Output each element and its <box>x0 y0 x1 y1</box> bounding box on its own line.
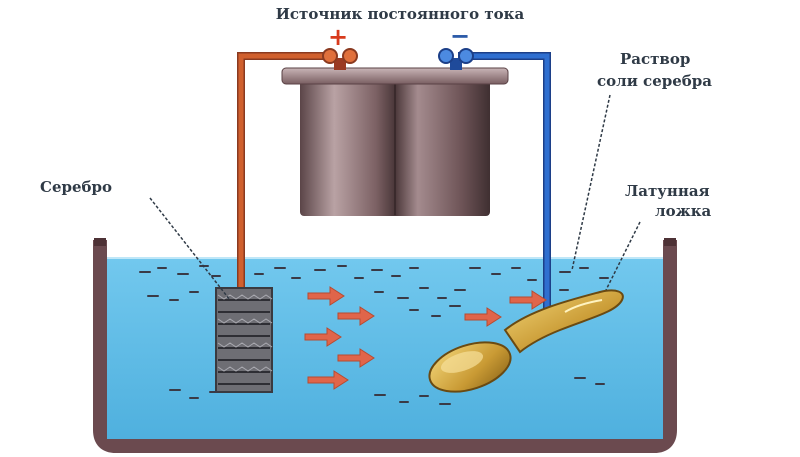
plus-sign: + <box>328 23 349 51</box>
label-silver: Серебро <box>40 178 113 196</box>
diagram-title: Источник постоянного тока <box>275 5 525 23</box>
arrow <box>337 348 375 368</box>
arrow <box>464 307 502 327</box>
brass-spoon <box>428 289 624 393</box>
battery <box>281 67 509 216</box>
leader-lines <box>149 94 641 301</box>
solution-liquid <box>107 258 663 439</box>
label-spoon-line1: Латунная <box>625 182 710 200</box>
label-spoon-line2: ложка <box>655 202 712 220</box>
leader-spoon <box>605 221 641 291</box>
arrow <box>337 306 375 326</box>
label-solution-line2: соли серебра <box>597 72 712 90</box>
tank <box>93 238 677 453</box>
arrow <box>307 370 349 390</box>
arrow <box>509 290 547 310</box>
leader-silver <box>149 197 231 301</box>
silver-anode <box>215 287 273 393</box>
negative-wire <box>458 53 550 330</box>
leader-solution <box>571 94 611 271</box>
minus-sign: − <box>450 22 471 50</box>
silver-ions <box>139 265 609 405</box>
arrow <box>304 327 342 347</box>
label-solution-line1: Раствор <box>620 50 691 68</box>
negative-terminal <box>438 48 474 70</box>
positive-wire <box>238 53 332 290</box>
arrow <box>307 286 345 306</box>
positive-terminal <box>322 48 358 70</box>
ion-flow-arrows <box>304 286 547 390</box>
